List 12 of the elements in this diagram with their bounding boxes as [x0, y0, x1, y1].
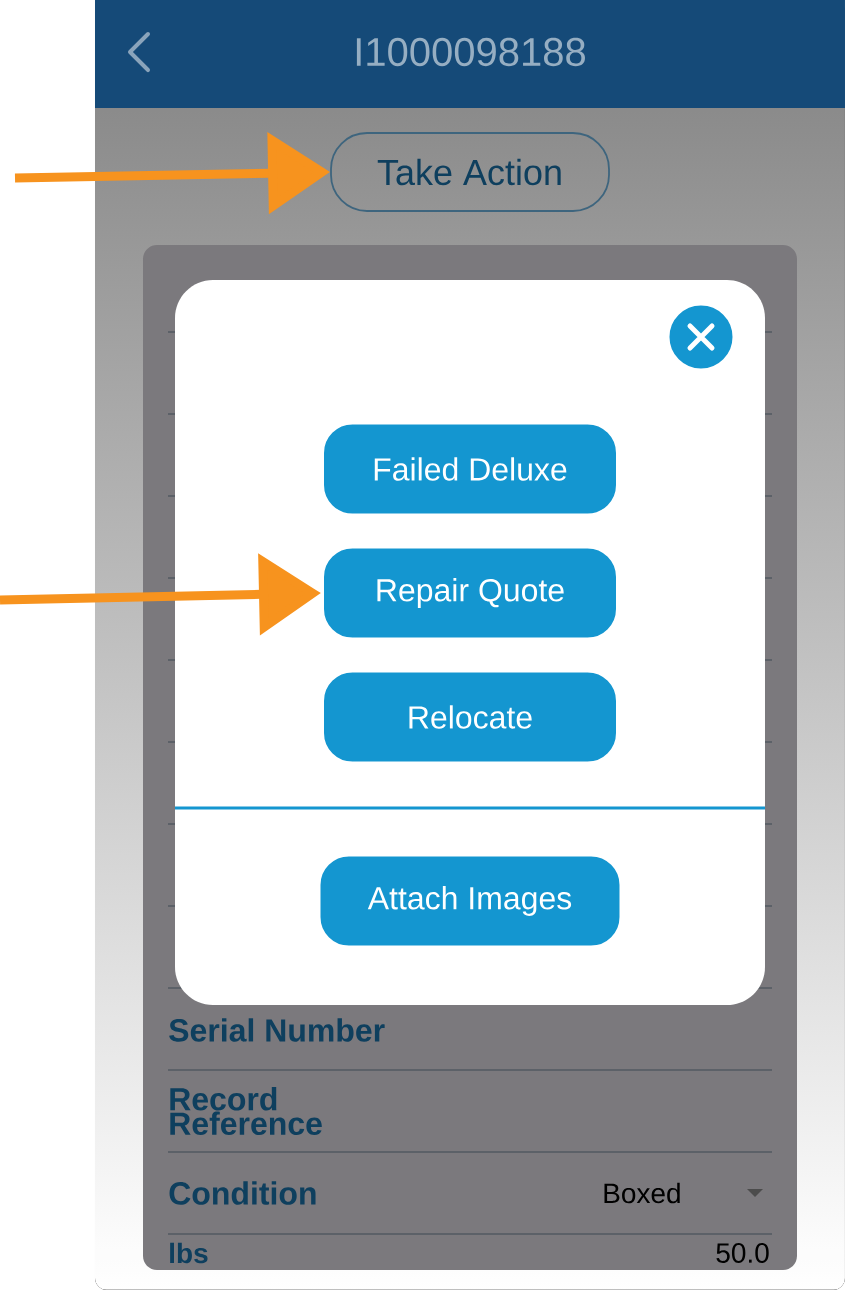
field-label: Record Reference: [170, 1087, 322, 1135]
menu-button: Relocate: [321, 669, 619, 765]
field-label: Condition: [169, 1181, 316, 1205]
screen-title: I1000098188: [356, 37, 585, 67]
field-label: lbs: [170, 1242, 208, 1264]
action-button: Take Action: [330, 132, 610, 212]
menu-button: Repair Quote: [321, 545, 619, 641]
field-label: Serial Number: [169, 1018, 385, 1042]
field-value: Boxed: [604, 1182, 680, 1204]
menu-button: Attach Images: [317, 853, 623, 949]
menu-button: Failed Deluxe: [321, 421, 619, 517]
field-value: 50.0: [716, 1243, 769, 1263]
